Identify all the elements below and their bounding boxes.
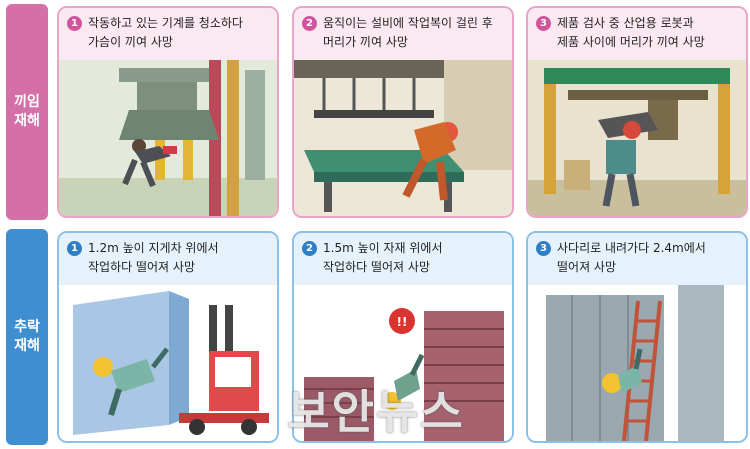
illustration-conveyor-clothing xyxy=(294,60,512,216)
card-number-badge: 3 xyxy=(536,241,551,256)
row-label-caught-line1: 끼임 xyxy=(14,94,40,110)
row-label-fall-line2: 재해 xyxy=(14,338,40,354)
card-caught-1: 1 작동하고 있는 기계를 청소하다 가슴이 끼여 사망 xyxy=(57,6,279,218)
card-number-badge: 1 xyxy=(67,241,82,256)
card-fall-2: 2 1.5m 높이 자재 위에서 작업하다 떨어져 사망 !! xyxy=(292,231,514,443)
row-label-caught: 끼임 재해 xyxy=(6,4,48,220)
card-caption: 1.2m 높이 지게차 위에서 작업하다 떨어져 사망 xyxy=(88,241,219,274)
card-fall-1: 1 1.2m 높이 지게차 위에서 작업하다 떨어져 사망 xyxy=(57,231,279,443)
row-label-caught-line2: 재해 xyxy=(14,113,40,129)
illustration-material-stack-fall: !! xyxy=(294,285,512,441)
illustration-forklift-fall xyxy=(59,285,277,441)
card-caught-2: 2 움직이는 설비에 작업복이 걸린 후 머리가 끼여 사망 xyxy=(292,6,514,218)
card-fall-3: 3 사다리로 내려가다 2.4m에서 떨어져 사망 xyxy=(526,231,748,443)
row-label-fall-line1: 추락 xyxy=(14,319,40,335)
alert-mark: !! xyxy=(397,315,408,329)
illustration-robot-inspection xyxy=(528,60,746,216)
card-number-badge: 2 xyxy=(302,241,317,256)
card-number-badge: 3 xyxy=(536,16,551,31)
card-caption: 작동하고 있는 기계를 청소하다 가슴이 끼여 사망 xyxy=(88,16,243,49)
card-caption: 1.5m 높이 자재 위에서 작업하다 떨어져 사망 xyxy=(323,241,443,274)
card-number-badge: 1 xyxy=(67,16,82,31)
card-caption: 움직이는 설비에 작업복이 걸린 후 머리가 끼여 사망 xyxy=(323,16,493,49)
watermark-logo: 보안뉴스 xyxy=(287,385,465,439)
card-caption: 제품 검사 중 산업용 로봇과 제품 사이에 머리가 끼여 사망 xyxy=(557,16,705,49)
card-number-badge: 2 xyxy=(302,16,317,31)
illustration-machine-cleaning xyxy=(59,60,277,216)
card-caught-3: 3 제품 검사 중 산업용 로봇과 제품 사이에 머리가 끼여 사망 xyxy=(526,6,748,218)
illustration-ladder-fall xyxy=(528,285,746,441)
row-label-fall: 추락 재해 xyxy=(6,229,48,445)
card-caption: 사다리로 내려가다 2.4m에서 떨어져 사망 xyxy=(557,241,706,274)
